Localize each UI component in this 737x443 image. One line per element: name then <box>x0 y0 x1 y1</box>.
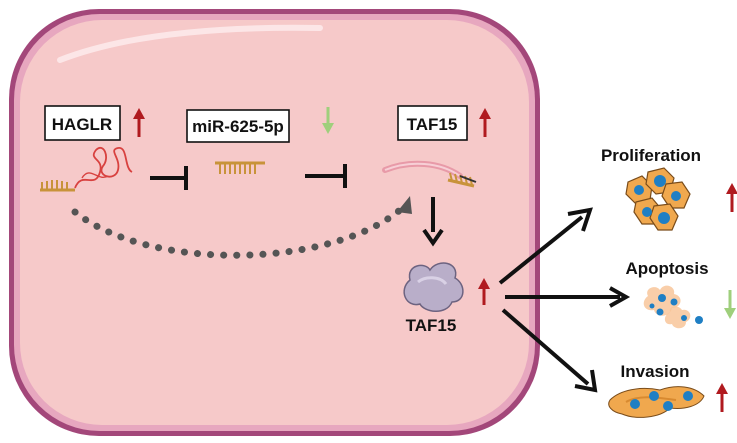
taf15-protein-icon <box>403 262 464 312</box>
invasion-label: Invasion <box>621 362 690 381</box>
proliferation-up-arrow <box>726 183 737 212</box>
taf15-mrna-icon <box>382 160 477 188</box>
haglr-label: HAGLR <box>52 115 112 134</box>
taf15-gene-box: TAF15 <box>397 105 468 141</box>
proliferation-cells-icon <box>625 167 691 231</box>
arrow-to-invasion <box>501 308 598 393</box>
taf15-protein-label: TAF15 <box>406 316 457 335</box>
haglr-box: HAGLR <box>44 105 121 141</box>
invasion-up-arrow <box>716 383 728 412</box>
cell-membrane <box>9 9 540 436</box>
apoptosis-down-arrow <box>724 290 736 319</box>
mirna-down-arrow <box>322 107 334 134</box>
apoptosis-label: Apoptosis <box>625 259 708 278</box>
dotted-regulation-arrow <box>71 196 412 259</box>
apoptosis-cells-icon <box>643 285 703 329</box>
mirna-label: miR-625-5p <box>192 117 284 136</box>
haglr-rna-icon <box>40 147 133 192</box>
mirna-icon <box>215 161 265 174</box>
mirna-box: miR-625-5p <box>186 109 290 143</box>
taf15-gene-up-arrow <box>479 108 491 137</box>
proliferation-label: Proliferation <box>601 146 701 165</box>
taf15-protein-up-arrow <box>478 278 490 305</box>
taf15-gene-label: TAF15 <box>407 115 458 134</box>
inhibition-arrow-2 <box>305 164 347 188</box>
arrow-to-proliferation <box>498 207 593 285</box>
invasion-cells-icon <box>608 386 705 418</box>
inhibition-arrow-1 <box>150 166 188 190</box>
translation-arrow <box>422 197 444 247</box>
haglr-up-arrow <box>133 108 145 137</box>
arrow-to-apoptosis <box>505 286 631 308</box>
